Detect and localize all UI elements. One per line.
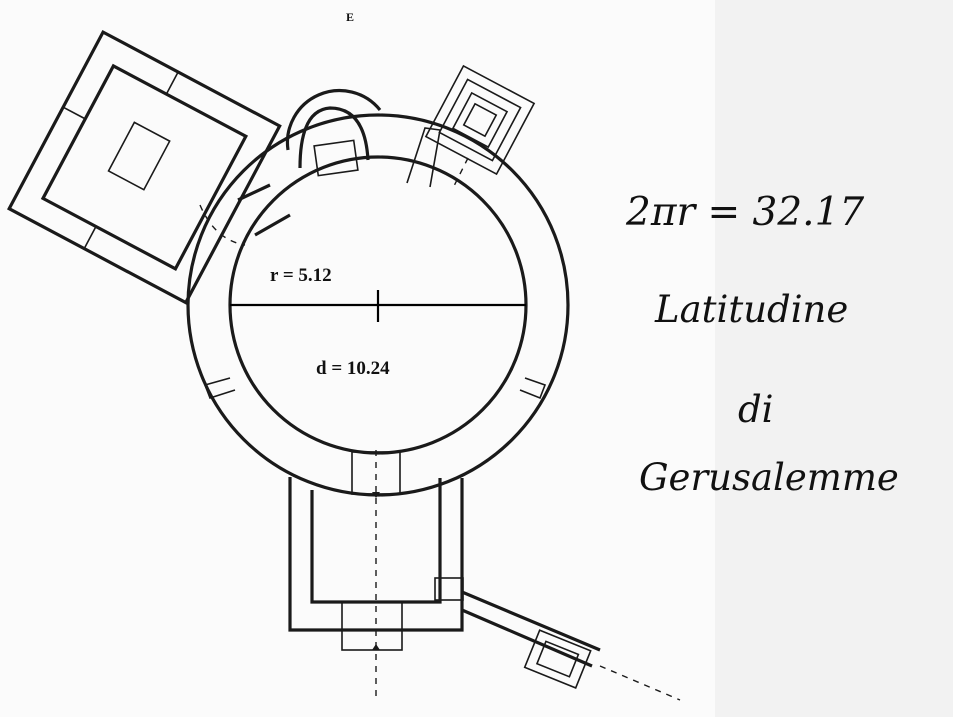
diameter-measure [230,290,526,322]
caption-line-gerusalemme: Gerusalemme [639,456,899,499]
circumference-label: 2πr = 32.17 [626,190,865,235]
passage-axis-dashed [599,665,681,701]
stair-outer [424,64,536,176]
apse-altar [313,139,359,177]
south-east-passage [434,577,681,701]
top-apse [285,88,382,177]
diameter-label: d = 10.24 [316,358,390,379]
annex-inner-wall [40,63,249,271]
caption-line-di: di [738,388,774,431]
annex-door-south [83,226,97,249]
caption-line-latitudine: Latitudine [655,288,849,331]
annex-door-west [62,106,86,120]
compass-label: E [346,10,355,24]
annex-door-north [165,71,179,95]
window-right [519,377,547,400]
passage-door [434,577,464,601]
window-left [203,377,236,399]
stair-step-2 [451,91,509,149]
stair-axis [451,157,469,191]
south-door-bottom [341,601,403,651]
caption-panel [715,0,953,717]
stair-step-1 [438,78,522,162]
passage-walls [461,590,601,668]
south-annex [288,450,464,700]
apse-inner [298,106,370,169]
stair-step-3 [462,102,498,138]
annex-outer-wall [7,29,282,305]
window-splays [203,127,547,400]
radius-label: r = 5.12 [270,265,332,286]
apse-outer-left [285,88,382,151]
annex-connector [237,183,291,237]
stair-block [424,64,536,176]
passage-end-block [523,629,592,689]
annex-inner-altar [107,121,171,191]
upper-left-annex [7,29,282,305]
window-upper-right [406,127,441,188]
